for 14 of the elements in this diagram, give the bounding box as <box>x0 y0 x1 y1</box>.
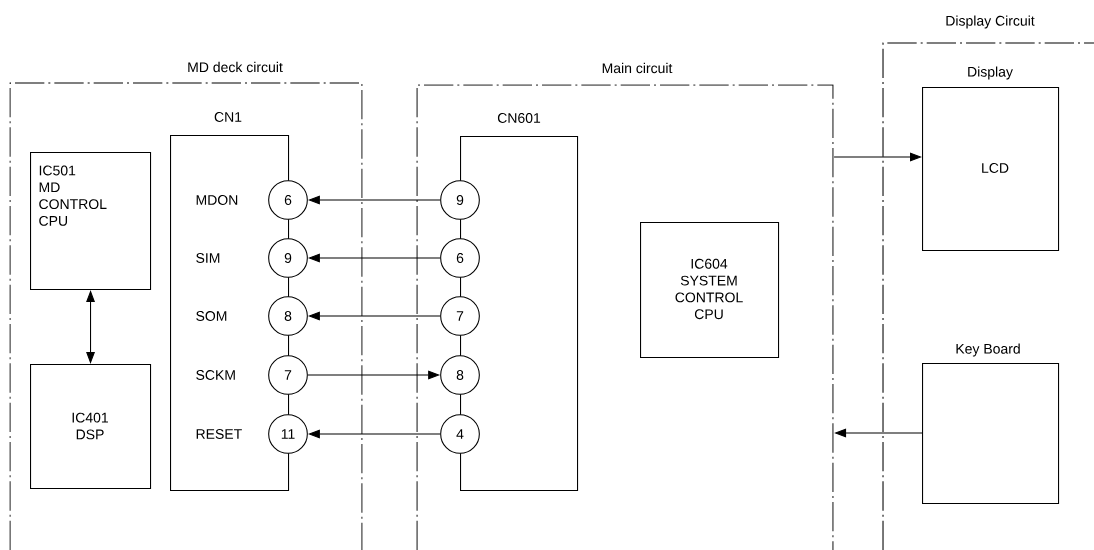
signal-name: SOM <box>196 311 227 321</box>
signal-name: MDON <box>196 195 238 205</box>
chip-box: IC401 DSP <box>30 364 152 490</box>
node-label: Key Board <box>956 343 1020 357</box>
component-box: Key Board <box>922 343 1060 505</box>
node-label: CN601 <box>497 113 541 123</box>
signal-name: SIM <box>196 253 220 263</box>
component-box: Display LCD <box>922 66 1060 252</box>
signal-name: RESET <box>196 429 242 439</box>
node-label: CN1 <box>214 112 242 122</box>
chip-box: IC501 MD CONTROL CPU <box>30 152 152 291</box>
node-label: Display <box>968 66 1013 80</box>
chip-box: IC604 SYSTEM CONTROL CPU <box>640 222 780 359</box>
signal-name: SCKM <box>196 370 235 380</box>
